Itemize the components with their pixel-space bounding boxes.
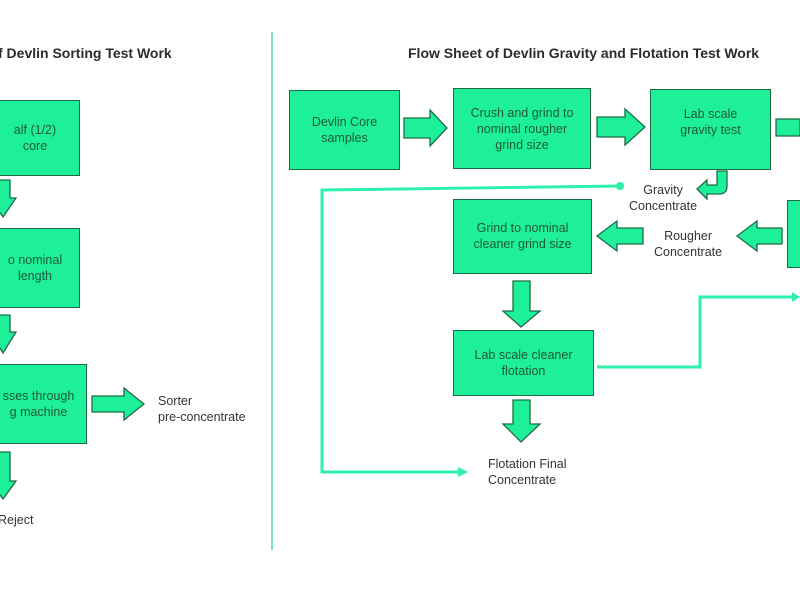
reject-label: Reject — [0, 513, 34, 527]
right-arrow-icon — [775, 118, 800, 137]
box-line: g machine — [9, 405, 68, 419]
box-line: Lab scale — [683, 107, 738, 121]
down-arrow-icon — [0, 451, 18, 501]
junction-dot — [616, 182, 624, 190]
label-line: Sorter — [158, 394, 193, 408]
gravity-flotation-flow-title: Flow Sheet of Devlin Gravity and Flotati… — [408, 45, 760, 61]
label-line: Rougher — [664, 229, 713, 243]
box-line: Grind to nominal — [476, 221, 569, 235]
left-arrow-icon — [595, 219, 644, 253]
box-line: o nominal — [7, 253, 63, 267]
box-line: core — [22, 139, 48, 153]
box-line: grind size — [495, 137, 549, 152]
sorting-flow-title: f Devlin Sorting Test Work — [0, 45, 172, 61]
cleaner-flotation-box: Lab scale cleaner flotation — [453, 330, 594, 396]
box-line: alf (1/2) — [13, 123, 57, 137]
box-line: flotation — [501, 364, 546, 378]
left-arrow-icon — [735, 219, 783, 253]
box-line: samples — [321, 131, 368, 145]
down-arrow-icon — [0, 179, 18, 219]
cleaner-tails-line — [597, 295, 795, 369]
panel-divider — [271, 32, 273, 550]
down-arrow-icon — [0, 314, 18, 355]
box-line: length — [17, 269, 53, 283]
label-line: Concentrate — [654, 245, 723, 259]
final-concentrate-label: Flotation Final Concentrate — [488, 456, 567, 488]
label-line: Flotation Final — [488, 457, 567, 471]
box-line: sses through — [2, 389, 75, 403]
label-line: Gravity — [643, 183, 683, 197]
bent-arrow-icon — [696, 170, 728, 201]
right-arrow-icon — [596, 107, 646, 147]
label-line: pre-concentrate — [158, 410, 246, 424]
nominal-length-box: o nominal length — [0, 228, 80, 308]
box-line: cleaner grind size — [473, 237, 572, 251]
right-arrow-icon — [91, 386, 146, 422]
cleaner-grind-box: Grind to nominal cleaner grind size — [453, 199, 592, 274]
box-line: Lab scale cleaner — [474, 348, 573, 362]
label-line: Concentrate — [488, 473, 557, 487]
box-line: gravity test — [680, 123, 741, 137]
box-line: Crush and grind to — [470, 105, 574, 120]
rougher-flotation-box-partial — [787, 200, 800, 268]
arrowhead-icon — [458, 467, 468, 477]
gravity-concentrate-label: Gravity Concentrate — [629, 182, 697, 214]
sorting-machine-box: sses through g machine — [0, 364, 87, 444]
sorter-preconcentrate-label: Sorter pre-concentrate — [158, 393, 246, 425]
box-line: nominal rougher — [476, 121, 568, 136]
half-core-box: alf (1/2) core — [0, 100, 80, 176]
down-arrow-icon — [501, 399, 542, 443]
gravity-test-box: Lab scale gravity test — [650, 89, 771, 170]
arrowhead-icon — [792, 292, 800, 302]
rougher-concentrate-label: Rougher Concentrate — [654, 228, 722, 260]
down-arrow-icon — [501, 280, 542, 328]
right-arrow-icon — [403, 108, 448, 148]
label-line: Concentrate — [629, 199, 698, 213]
box-line: Devlin Core — [311, 115, 378, 129]
core-samples-box: Devlin Core samples — [289, 90, 400, 170]
